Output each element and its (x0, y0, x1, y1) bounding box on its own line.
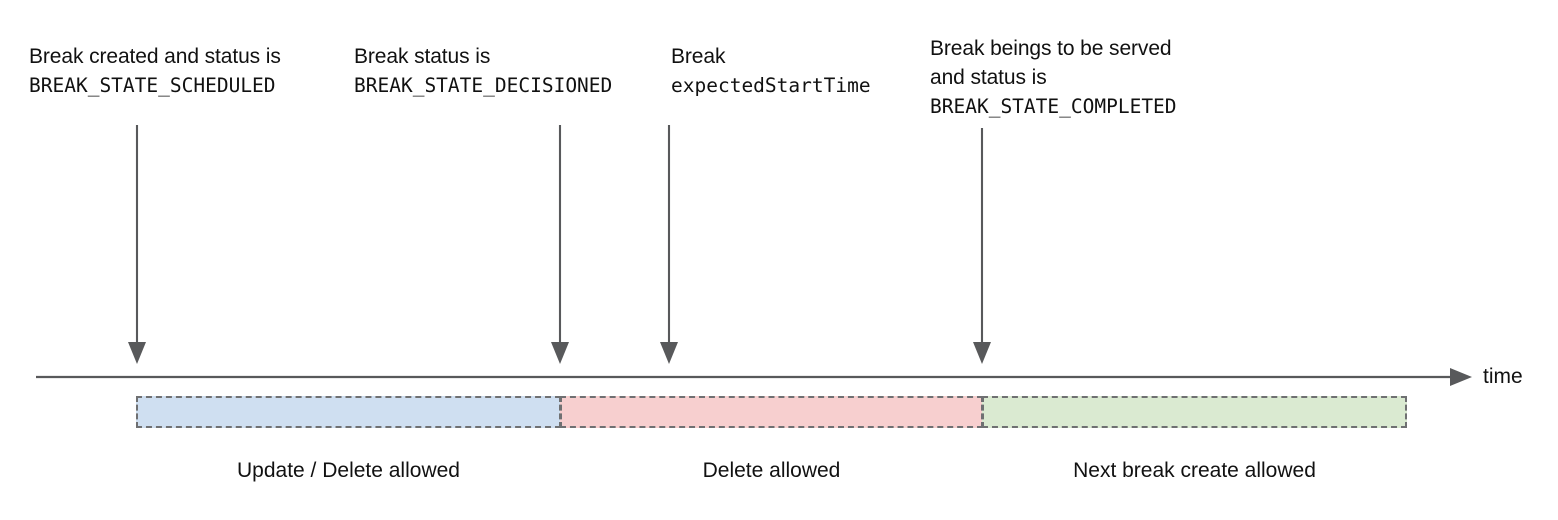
time-axis-label: time (1483, 365, 1523, 388)
segment-caption-scheduled-window: Update / Delete allowed (237, 459, 460, 482)
annotation-completed: Break beings to be served and status is … (930, 34, 1177, 121)
arrow-right-icon (1450, 368, 1472, 386)
annotation-decisioned: Break status is BREAK_STATE_DECISIONED (354, 42, 612, 100)
time-axis-line (36, 368, 1472, 386)
segment-completed-window (982, 396, 1407, 428)
annotation-line: BREAK_STATE_DECISIONED (354, 74, 613, 97)
annotation-line: BREAK_STATE_SCHEDULED (29, 74, 276, 97)
event-arrow-completed (973, 128, 991, 364)
segment-decisioned-window (560, 396, 983, 428)
annotation-line: Break beings to be served (930, 37, 1172, 60)
event-arrow-decisioned (551, 125, 569, 364)
annotation-expected-start-time: Break expectedStartTime (671, 42, 871, 100)
event-arrow-scheduled (128, 125, 146, 364)
annotation-line: expectedStartTime (671, 74, 871, 97)
segment-scheduled-window (136, 396, 561, 428)
event-arrow-expected-start-time (660, 125, 678, 364)
segment-caption-decisioned-window: Delete allowed (702, 459, 841, 482)
annotation-line: Break (671, 45, 726, 68)
annotation-scheduled: Break created and status is BREAK_STATE_… (29, 42, 281, 100)
annotation-line: BREAK_STATE_COMPLETED (930, 95, 1177, 118)
annotation-line: Break status is (354, 45, 491, 68)
annotation-line: Break created and status is (29, 45, 281, 68)
annotation-line: and status is (930, 66, 1047, 89)
segment-caption-completed-window: Next break create allowed (1073, 459, 1316, 482)
